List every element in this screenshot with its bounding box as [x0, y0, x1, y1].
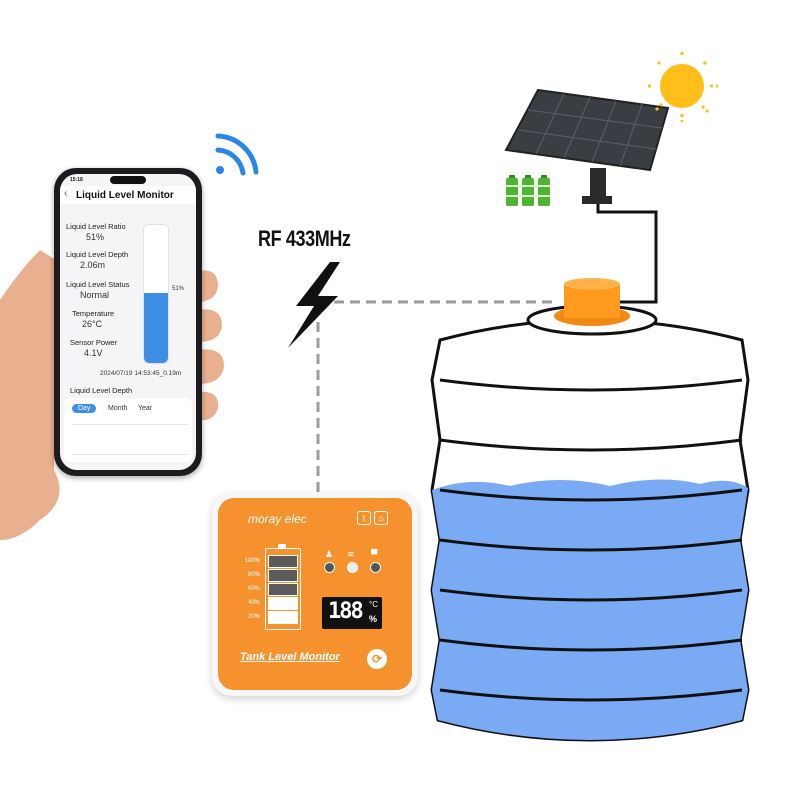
- status-led-wifi: [347, 562, 358, 573]
- depth-chart-title: Liquid Level Depth: [70, 386, 133, 395]
- level-tube-percent: 51%: [172, 286, 185, 292]
- status-led-alarm: [370, 562, 381, 573]
- metric-value-power: 4.1V: [84, 348, 103, 358]
- metric-value-status: Normal: [80, 290, 110, 300]
- status-led-sensor: [324, 562, 335, 573]
- chart-gridline: [72, 454, 188, 455]
- water-tank: [430, 304, 750, 742]
- power-button[interactable]: ⟳: [367, 649, 387, 669]
- smartlife-app-icon: ⌂: [374, 511, 388, 525]
- status-bar: 15:18: [60, 174, 196, 186]
- battery-segment: [268, 597, 298, 610]
- phone-notch: [110, 176, 146, 184]
- solar-panel: [504, 88, 670, 204]
- battery-segment: [268, 611, 298, 624]
- battery-segment: [268, 569, 298, 582]
- display-celsius-unit: °C: [369, 600, 378, 609]
- tab-month[interactable]: Month: [108, 405, 128, 412]
- status-time: 15:18: [70, 177, 83, 183]
- battery-scale-40: 40%: [247, 600, 260, 606]
- rf-connection-lines: [316, 300, 556, 492]
- app-header: ‹ Liquid Level Monitor: [60, 186, 196, 204]
- rf-frequency-label: RF 433MHz: [258, 226, 351, 251]
- battery-scale-100: 100%: [244, 558, 260, 564]
- battery-scale-60: 60%: [247, 586, 260, 592]
- digital-display: [322, 597, 382, 629]
- sensor-icon: ♟: [325, 549, 334, 559]
- depth-chart-card: Day Month Year: [64, 398, 192, 462]
- wifi-icon: ≋: [347, 549, 355, 559]
- device-name-label: Tank Level Monitor: [240, 651, 340, 663]
- wifi-signal-icon: [215, 133, 259, 176]
- chart-gridline: [72, 424, 188, 425]
- app-title: Liquid Level Monitor: [76, 190, 174, 201]
- metric-label-depth: Liquid Level Depth: [66, 250, 129, 259]
- battery-gauge-cap: [278, 544, 286, 548]
- brand-logo: moray elec: [248, 512, 307, 526]
- back-arrow-icon[interactable]: ‹: [64, 188, 68, 199]
- metric-value-temperature: 26°C: [82, 319, 103, 329]
- tuya-app-icon: t: [357, 511, 371, 525]
- battery-cells-icon: [506, 175, 550, 206]
- hand-holding-phone: [0, 250, 224, 540]
- metric-label-temperature: Temperature: [72, 309, 115, 318]
- display-digits: 188: [328, 599, 364, 624]
- battery-segment: [268, 555, 298, 568]
- alarm-icon: ▀: [371, 549, 378, 559]
- metric-value-depth: 2.06m: [80, 260, 106, 270]
- battery-gauge: [265, 548, 301, 630]
- display-percent-unit: %: [369, 614, 378, 624]
- battery-scale-80: 80%: [247, 572, 260, 578]
- level-tube: [143, 224, 169, 364]
- metric-value-ratio: 51%: [86, 232, 105, 242]
- phone-screen: 15:18 ‹ Liquid Level Monitor Liquid Leve…: [60, 174, 196, 470]
- level-sensor-cap: [554, 278, 630, 326]
- reading-timestamp: 2024/07/19 14:53:45_0.19m: [100, 370, 182, 377]
- tab-day[interactable]: Day: [72, 404, 97, 413]
- metric-label-status: Liquid Level Status: [66, 280, 130, 289]
- battery-segment: [268, 583, 298, 596]
- sun-icon: [648, 52, 718, 122]
- tank-water: [432, 479, 748, 740]
- metric-label-power: Sensor Power: [70, 338, 118, 347]
- battery-scale-20: 20%: [247, 614, 260, 620]
- solar-cable: [596, 200, 658, 304]
- metric-label-ratio: Liquid Level Ratio: [66, 222, 126, 231]
- tab-year[interactable]: Year: [138, 405, 153, 412]
- level-tube-fill: [144, 292, 168, 363]
- lightning-bolt-icon: [288, 262, 340, 348]
